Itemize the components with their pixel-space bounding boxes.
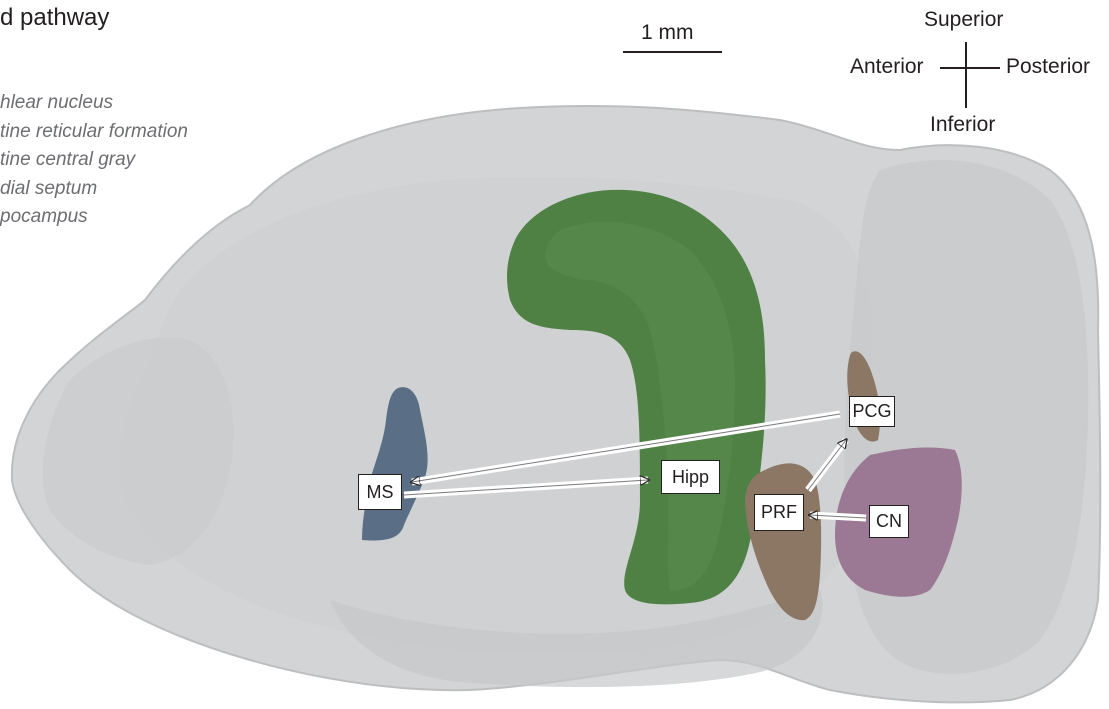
ms-label: MS: [358, 474, 402, 510]
legend-item-pontine-central-gray: tine central gray: [0, 146, 188, 175]
scale-bar-label: 1 mm: [641, 21, 694, 45]
compass-anterior: Anterior: [850, 55, 924, 79]
hipp-label: Hipp: [661, 460, 720, 494]
figure-title: d pathway: [0, 4, 109, 32]
legend-item-medial-septum: dial septum: [0, 175, 188, 204]
pcg-label: PCG: [849, 396, 895, 427]
prf-label: PRF: [754, 494, 804, 531]
cn-label: CN: [869, 505, 909, 538]
compass-superior: Superior: [924, 8, 1003, 32]
legend-item-hippocampus: pocampus: [0, 203, 188, 232]
legend-item-cochlear-nucleus: hlear nucleus: [0, 89, 188, 118]
legend-item-pontine-reticular-formation: tine reticular formation: [0, 118, 188, 147]
compass-posterior: Posterior: [1006, 55, 1090, 79]
legend: hlear nucleus tine reticular formation t…: [0, 89, 188, 232]
compass-inferior: Inferior: [930, 113, 995, 137]
